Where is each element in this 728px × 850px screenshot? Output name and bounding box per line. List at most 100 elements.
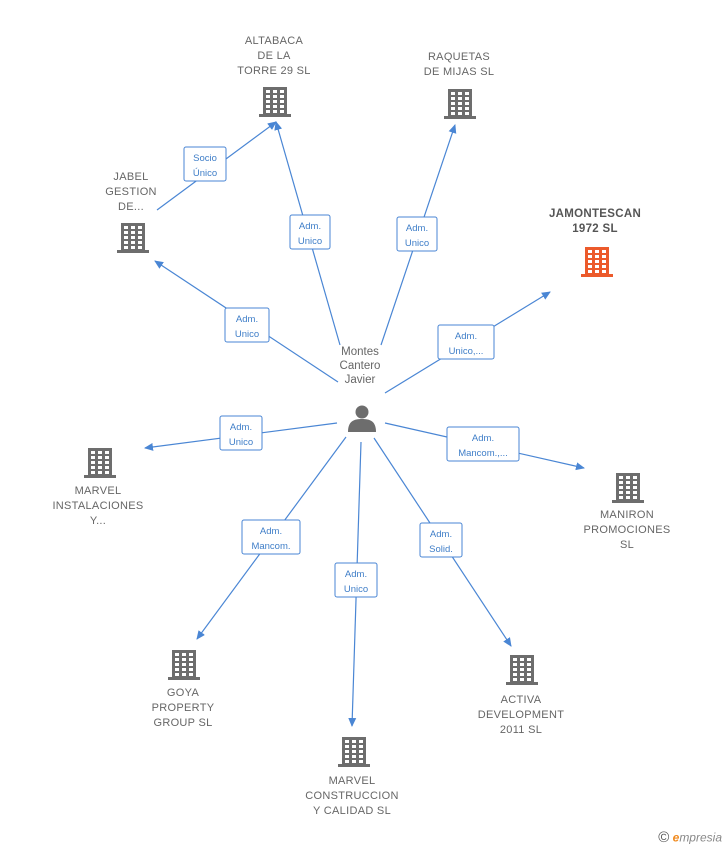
- company-name-line: GOYA: [167, 687, 200, 699]
- building-window: [626, 496, 630, 499]
- company-name-line: SL: [620, 539, 634, 551]
- relation-label-text: Adm.: [430, 529, 452, 540]
- company-name-line: MARVEL: [75, 485, 122, 497]
- building-window: [359, 760, 363, 763]
- relation-label-text: Adm.: [230, 422, 252, 433]
- building-window: [91, 456, 95, 459]
- building-window: [280, 110, 284, 113]
- building-base: [338, 764, 370, 767]
- company-name-line: CONSTRUCCION: [305, 790, 398, 802]
- relation-label[interactable]: Adm. Solid.: [419, 522, 463, 558]
- company-name-line: MARVEL: [329, 775, 376, 787]
- building-window: [273, 100, 277, 103]
- building-window: [266, 100, 270, 103]
- building-window: [513, 668, 517, 671]
- building-icon[interactable]: [84, 448, 116, 478]
- building-window: [266, 90, 270, 93]
- building-window: [280, 100, 284, 103]
- building-window: [588, 265, 592, 268]
- building-icon[interactable]: [259, 87, 291, 117]
- building-window: [189, 663, 193, 666]
- building-window: [280, 95, 284, 98]
- relation-label[interactable]: Adm.Unico: [396, 216, 438, 252]
- building-window: [595, 260, 599, 263]
- building-window: [527, 658, 531, 661]
- building-window: [273, 90, 277, 93]
- brand-initial: e: [672, 830, 680, 845]
- relation-label[interactable]: Adm.Mancom.,...: [446, 426, 520, 462]
- building-window: [138, 236, 142, 239]
- relation-label-text: Unico: [344, 584, 368, 595]
- building-icon[interactable]: [117, 223, 149, 253]
- relation-label[interactable]: Adm.Unico,...: [437, 324, 495, 360]
- relation-label-box: [446, 426, 520, 462]
- building-icon[interactable]: [444, 89, 476, 119]
- company-name-line: GROUP SL: [153, 717, 212, 729]
- relation-label[interactable]: Adm.Mancom.: [241, 519, 301, 555]
- person-icon[interactable]: [348, 405, 376, 433]
- building-window: [513, 673, 517, 676]
- building-icon[interactable]: [338, 737, 370, 767]
- building-window: [451, 92, 455, 95]
- building-window: [124, 246, 128, 249]
- building-window: [131, 246, 135, 249]
- building-window: [189, 658, 193, 661]
- relation-label-text: Solid.: [429, 544, 453, 555]
- building-window: [352, 760, 356, 763]
- building-window: [98, 466, 102, 469]
- building-window: [345, 760, 349, 763]
- company-node-marvel-inst[interactable]: MARVELINSTALACIONESY...: [52, 448, 143, 527]
- building-window: [98, 456, 102, 459]
- building-window: [359, 745, 363, 748]
- building-window: [520, 663, 524, 666]
- relation-label[interactable]: Adm.Unico: [219, 415, 263, 451]
- company-name-line: INSTALACIONES: [52, 500, 143, 512]
- building-window: [527, 668, 531, 671]
- relation-label-text: Unico,...: [449, 346, 484, 357]
- company-node-jabel[interactable]: JABELGESTIONDE...: [105, 171, 157, 253]
- building-window: [280, 90, 284, 93]
- building-window: [465, 107, 469, 110]
- company-name-line: 2011 SL: [500, 724, 542, 736]
- building-window: [345, 755, 349, 758]
- building-window: [182, 653, 186, 656]
- building-window: [465, 102, 469, 105]
- building-window: [520, 673, 524, 676]
- building-base: [84, 475, 116, 478]
- company-name-line: DE LA: [257, 50, 291, 62]
- building-icon[interactable]: [581, 247, 613, 277]
- building-window: [513, 663, 517, 666]
- relation-label-box: [219, 415, 263, 451]
- company-name-line: TORRE 29 SL: [237, 65, 310, 77]
- building-window: [352, 745, 356, 748]
- building-window: [595, 250, 599, 253]
- building-window: [458, 107, 462, 110]
- relation-label-box: [437, 324, 495, 360]
- building-window: [91, 451, 95, 454]
- company-name-line: ACTIVA: [501, 694, 542, 706]
- relation-label[interactable]: Adm.Unico: [224, 307, 270, 343]
- building-icon[interactable]: [168, 650, 200, 680]
- company-name-line: PROMOCIONES: [583, 524, 670, 536]
- person-body: [348, 419, 376, 432]
- relation-label-box: [241, 519, 301, 555]
- relation-label[interactable]: Adm.Unico: [289, 214, 331, 250]
- company-name-line: JAMONTESCAN: [549, 208, 641, 220]
- building-icon[interactable]: [506, 655, 538, 685]
- building-window: [513, 678, 517, 681]
- building-window: [458, 92, 462, 95]
- relation-label[interactable]: Adm. Unico: [334, 562, 378, 598]
- building-icon[interactable]: [612, 473, 644, 503]
- building-window: [619, 476, 623, 479]
- building-window: [345, 740, 349, 743]
- relation-label-text: Adm.: [345, 569, 367, 580]
